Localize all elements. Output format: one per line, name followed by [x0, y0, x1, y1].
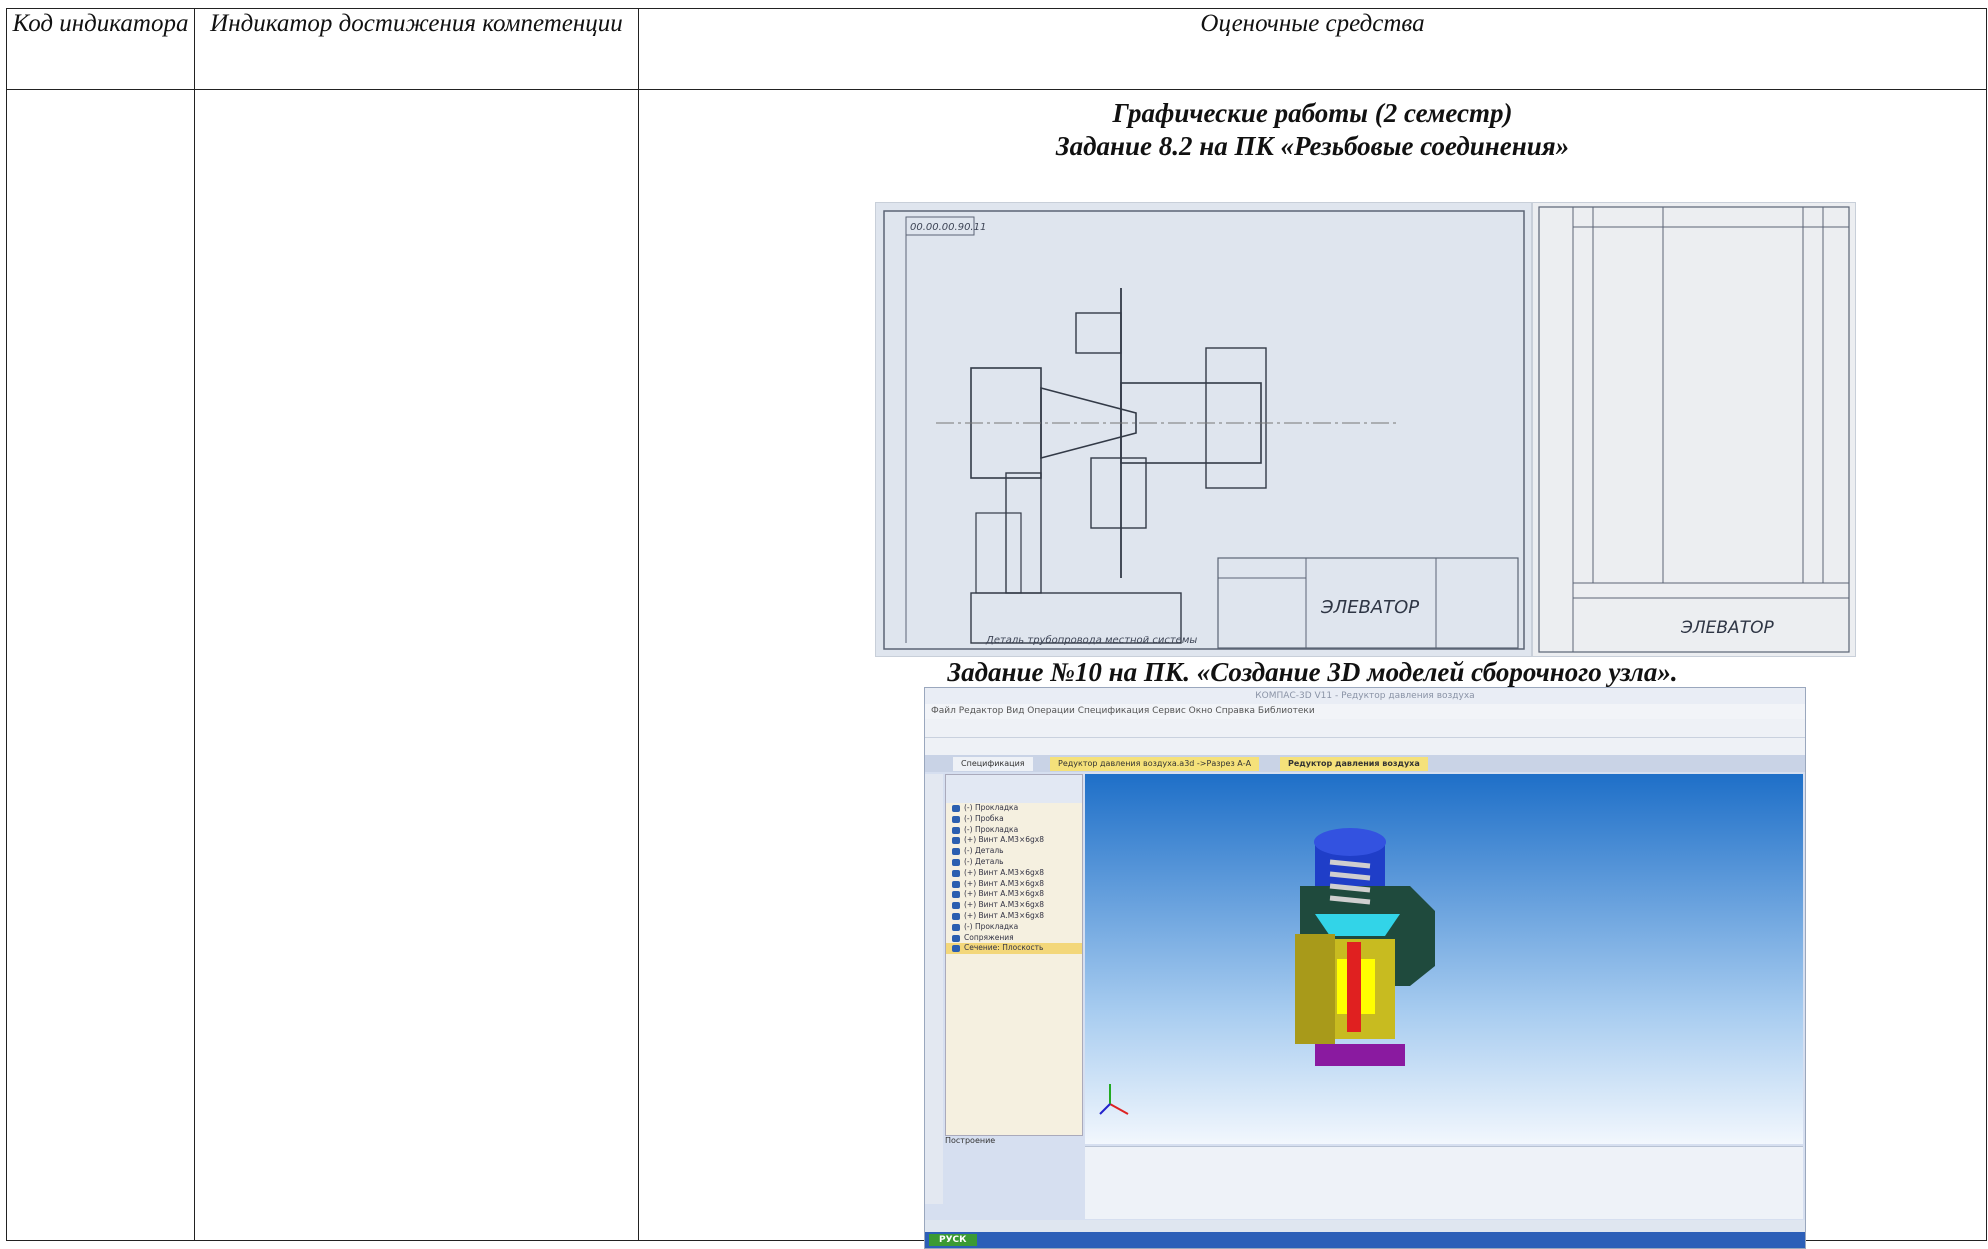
task1-title: Задание 8.2 на ПК «Резьбовые соединения» — [1055, 131, 1570, 161]
tab-specification: Спецификация — [953, 757, 1033, 771]
kompas-screenshot: КОМПАС-3D V11 - Редуктор давления воздух… — [924, 687, 1806, 1249]
header-assessment-tools: Оценочные средства — [638, 8, 1987, 90]
tab-model: Редуктор давления воздуха — [1280, 757, 1428, 771]
tree-item: (+) Винт А.М3×6gх8 — [946, 911, 1082, 922]
tree-item: (-) Прокладка — [946, 922, 1082, 933]
cell-competence-indicator — [194, 89, 639, 1241]
table-header-row: Код индикатора Индикатор достижения комп… — [6, 8, 1987, 90]
tree-item: (-) Пробка — [946, 814, 1082, 825]
tree-item: (-) Прокладка — [946, 825, 1082, 836]
header-competence-indicator: Индикатор достижения компетенции — [194, 8, 639, 90]
drawing-illustration: 00.00.00.90.11 — [883, 210, 1525, 650]
stamp-code: 00.00.00.90.11 — [910, 222, 986, 233]
drawing-bottom-caption: Деталь трубопровода местной системы — [985, 634, 1197, 646]
app-title-bar: КОМПАС-3D V11 - Редуктор давления воздух… — [925, 688, 1805, 704]
tree-item: (-) Деталь — [946, 846, 1082, 857]
tree-item: (+) Винт А.М3×6gх8 — [946, 835, 1082, 846]
cell-assessment-tools: Графические работы (2 семестр) Задание 8… — [638, 89, 1987, 1249]
tree-item: (+) Винт А.М3×6gх8 — [946, 900, 1082, 911]
table-body-row: Графические работы (2 семестр) Задание 8… — [6, 89, 1987, 1249]
tree-item: (+) Винт А.М3×6gх8 — [946, 868, 1082, 879]
tab-section-aa: Редуктор давления воздуха.a3d ->Разрез А… — [1050, 757, 1260, 771]
header-indicator-code: Код индикатора — [6, 8, 195, 90]
drawing-title-block: ЭЛЕВАТОР — [1320, 597, 1419, 618]
3d-viewport — [1085, 774, 1803, 1144]
pressure-reducer-model — [1099, 828, 1435, 1115]
taskbar-start-button: РУСК — [929, 1234, 977, 1246]
spec-illustration: ЭЛЕВАТОР — [1538, 206, 1850, 653]
windows-taskbar: РУСК — [925, 1232, 1805, 1248]
tree-item: (+) Винт А.М3×6gх8 — [946, 879, 1082, 890]
tree-item: Сечение: Плоскость — [946, 943, 1082, 955]
app-tab-strip: Спецификация Редуктор давления воздуха.a… — [925, 755, 1805, 772]
properties-panel — [1085, 1146, 1803, 1219]
model-tree-panel: (-) Прокладка (-) Пробка (-) Прокладка (… — [945, 774, 1083, 1136]
app-toolbar-1 — [925, 719, 1805, 738]
app-menu-bar: Файл Редактор Вид Операции Спецификация … — [925, 704, 1805, 719]
tree-item: (-) Деталь — [946, 857, 1082, 868]
cell-indicator-code — [6, 89, 195, 1241]
assembly-drawing-photo: 00.00.00.90.11 — [875, 202, 1532, 657]
assessment-content: Графические работы (2 семестр) Задание 8… — [639, 97, 1986, 1249]
tree-item: (-) Прокладка — [946, 803, 1082, 814]
task2-title: Задание №10 на ПК. «Создание 3D моделей … — [947, 657, 1678, 687]
panel-label: Построение — [945, 1136, 996, 1145]
spec-title-block: ЭЛЕВАТОР — [1680, 618, 1774, 638]
tree-item: Сопряжения — [946, 933, 1082, 944]
app-left-toolbar — [925, 774, 943, 1204]
status-bar — [925, 1220, 1805, 1232]
specification-sheet-photo: ЭЛЕВАТОР — [1532, 202, 1856, 657]
model-tree-header — [946, 775, 1082, 803]
section-title: Графические работы (2 семестр) — [1112, 98, 1513, 128]
tree-item: (+) Винт А.М3×6gх8 — [946, 889, 1082, 900]
assessment-table: Код индикатора Индикатор достижения комп… — [6, 8, 1987, 1249]
